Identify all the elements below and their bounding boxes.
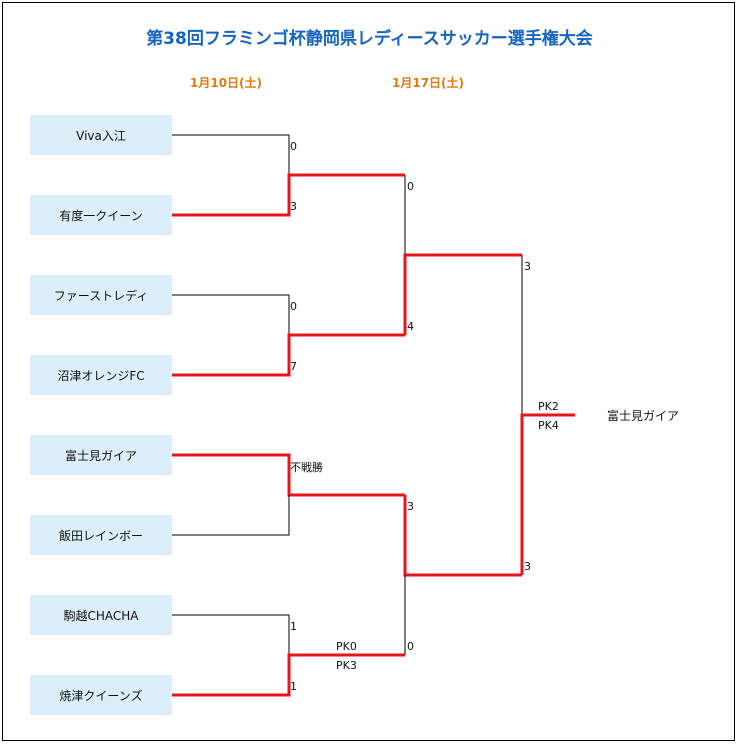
team-box-5: 富士見ガイア (30, 435, 172, 475)
champion-name: 富士見ガイア (607, 409, 680, 423)
s1-top-score: 0 (407, 180, 414, 193)
tournament-title: 第38回フラミンゴ杯静岡県レディースサッカー選手権大会 (146, 29, 593, 49)
team-box-3: ファーストレディ (30, 275, 172, 315)
team-box-6: 飯田レインボー (30, 515, 172, 555)
m2-top-score: 0 (290, 300, 297, 313)
final-winner-line (520, 413, 575, 575)
m2-bottom-score: 7 (290, 360, 297, 373)
final-pk-top: PK2 (538, 400, 559, 413)
m4-pk-bottom: PK3 (336, 659, 357, 672)
m1-top-score: 0 (290, 140, 297, 153)
final-top-score: 3 (524, 260, 531, 273)
m1-bottom-score: 3 (290, 200, 297, 213)
m1-top-line (172, 134, 290, 175)
team-box-8: 焼津クイーンズ (30, 675, 172, 715)
round1-date: 1月10日(土) (190, 76, 263, 90)
m4-pk-top: PK0 (336, 640, 357, 653)
team-box-4: 沼津オレンジFC (30, 355, 172, 395)
m4-bottom-score: 1 (290, 680, 297, 693)
s2-top-score: 3 (407, 500, 414, 513)
m4-top-score: 1 (290, 620, 297, 633)
s2-winner-line (403, 495, 522, 577)
m3-walkover-note: 不戦勝 (290, 461, 323, 474)
final-pk-bottom: PK4 (538, 419, 559, 432)
s2-bottom-score: 0 (407, 640, 414, 653)
team-box-7: 駒越CHACHA (30, 595, 172, 635)
m3-winner-line (172, 453, 405, 497)
team-box-2: 有度一クイーン (30, 195, 172, 235)
m3-bottom-line (172, 495, 290, 536)
team-box-1: Viva入江 (30, 115, 172, 155)
m1-winner-line (172, 173, 405, 217)
m2-winner-line (172, 333, 405, 377)
round2-date: 1月17日(土) (392, 76, 465, 90)
m4-winner-line (172, 653, 405, 697)
s1-bottom-score: 4 (407, 320, 414, 333)
m4-top-line (172, 614, 290, 655)
s1-winner-line (403, 253, 522, 335)
m2-top-line (172, 294, 290, 335)
final-bottom-score: 3 (524, 560, 531, 573)
